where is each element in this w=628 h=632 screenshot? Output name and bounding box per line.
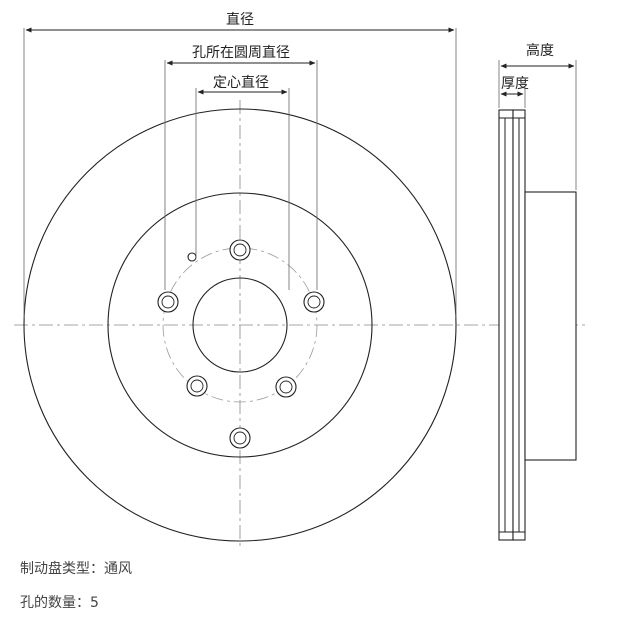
hole-count-spec: 孔的数量：5 — [20, 592, 99, 612]
bolt-hole — [275, 376, 297, 398]
thickness-label: 厚度 — [501, 76, 529, 92]
hat-boundary — [107, 192, 373, 458]
bolt-hole — [229, 427, 251, 449]
disc-type-spec: 制动盘类型：通风 — [20, 558, 132, 578]
bolt-hole — [157, 291, 179, 313]
diameter-label: 直径 — [226, 11, 254, 28]
center-bore-dimension — [195, 88, 290, 290]
hole-circle-dimension — [164, 60, 318, 290]
bolt-hole — [186, 375, 208, 397]
disc-type-label: 制动盘类型： — [20, 561, 104, 577]
bolt-hole — [229, 239, 251, 261]
center-bore-diameter-label: 定心直径 — [213, 74, 269, 91]
hole-circle-diameter-label: 孔所在圆周直径 — [192, 44, 290, 61]
disc-type-value: 通风 — [104, 561, 132, 577]
height-label: 高度 — [526, 42, 554, 59]
hole-count-label: 孔的数量： — [20, 595, 90, 611]
thickness-dimension — [500, 88, 526, 108]
locating-hole — [187, 252, 197, 262]
height-dimension — [498, 60, 577, 190]
disc-outer-edge — [23, 108, 457, 542]
center-bore — [192, 277, 288, 373]
side-view — [498, 109, 577, 541]
hole-count-value: 5 — [90, 595, 99, 611]
bolt-hole — [303, 291, 325, 313]
diameter-dimension — [23, 27, 457, 318]
